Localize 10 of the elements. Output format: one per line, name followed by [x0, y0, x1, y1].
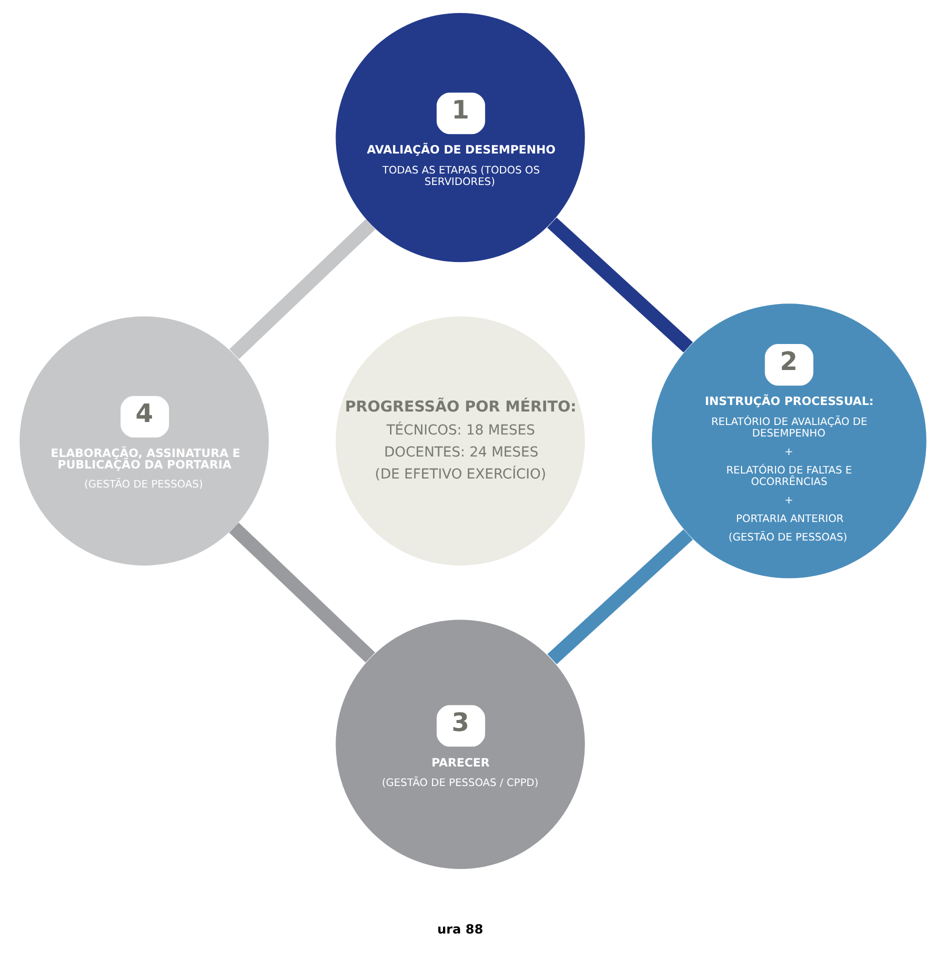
connector: [547, 217, 693, 353]
label: ura 88: [437, 921, 484, 936]
connector: [229, 522, 376, 663]
node-circle: 3 PARECER (GESTÃO DE PESSOAS / CPPD): [336, 620, 585, 869]
node-circle: 4 ELABORAÇÃO, ASSINATURA E PUBLICAÇÃO DA PORTARIA (GESTÃO DE PESSOAS): [20, 316, 269, 566]
connector: [547, 529, 693, 664]
connector: [229, 219, 376, 360]
node-circle: 1 AVALIAÇÃO DE DESEMPENHO TODAS AS ETAPAS (TODOS OS SERVIDORES): [336, 12, 585, 262]
node-circle: PROGRESSÃO POR MÉRITO: TÉCNICOS: 18 MESES DOCENTES: 24 MESES (DE EFETIVO EXERCÍCIO): [336, 316, 585, 566]
node-circle: 2 INSTRUÇÃO PROCESSUAL: RELATÓRIO DE AVALIAÇÃO DE DESEMPENHO + RELATÓRIO DE FALTAS E OCORRÊNCIAS + PORTARIA ANTERIOR (GESTÃO DE PESSOAS): [652, 304, 926, 578]
